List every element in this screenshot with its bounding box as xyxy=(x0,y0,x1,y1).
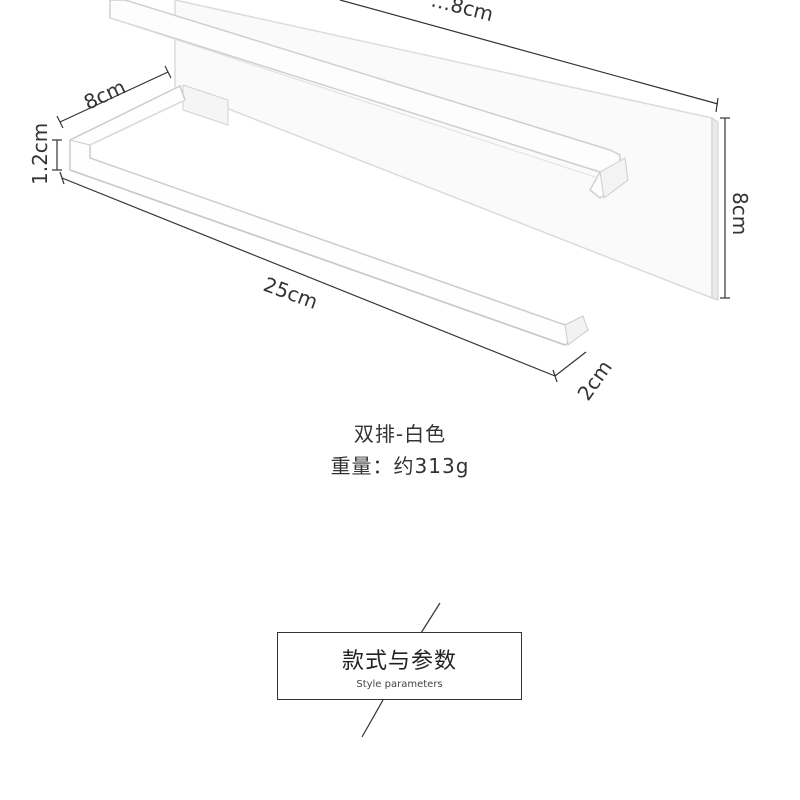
decorative-slash-lines xyxy=(361,602,441,738)
towel-rack-illustration: …8cm 8cm 1.2cm 25cm 8cm 2cm xyxy=(28,0,752,405)
dim-top-width-label: …8cm xyxy=(429,0,496,26)
dimension-lines xyxy=(52,0,730,383)
dim-thickness-label: 1.2cm xyxy=(28,123,52,185)
section-title: 款式与参数 xyxy=(341,649,457,674)
dim-depth-label: 8cm xyxy=(80,75,129,115)
dim-height-label: 8cm xyxy=(728,192,752,235)
section-title-box: 款式与参数 Style parameters xyxy=(277,632,522,700)
upper-towel-bar xyxy=(109,0,629,199)
lower-towel-bar xyxy=(69,84,589,346)
style-parameters-section: 款式与参数 Style parameters xyxy=(0,600,800,750)
product-weight: 重量：约313g xyxy=(330,454,470,478)
product-model: 双排-白色 xyxy=(353,422,447,446)
section-subtitle: Style parameters xyxy=(356,679,443,690)
dim-rod-gap-label: 2cm xyxy=(572,356,616,405)
